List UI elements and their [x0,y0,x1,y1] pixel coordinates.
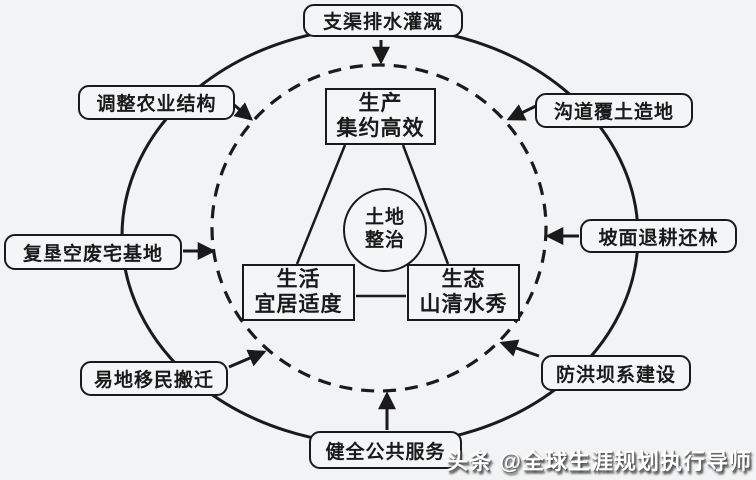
goal-production-line2: 集约高效 [336,116,425,140]
goal-living-line1: 生活 [276,267,321,291]
measure-adjust-agricultural-structure: 调整农业结构 [78,85,235,120]
measure-gully-soil-land-creation: 沟道覆土造地 [535,93,693,128]
center-circle-line2: 整治 [364,230,405,251]
arrow-bottom-left [228,349,267,369]
triangle-line-left [295,144,347,265]
measure-reclaim-vacant-homesteads: 复垦空废宅基地 [4,234,182,270]
goal-living-line2: 宜居适度 [254,292,343,316]
measure-flood-dam-system-construction: 防洪坝系建设 [541,355,691,391]
center-circle-line1: 土地 [364,207,405,229]
measure-canal-drainage-irrigation: 支渠排水灌溉 [303,4,463,37]
triangle-line-right [401,144,450,265]
measure-arrows [183,40,579,430]
measure-slope-farmland-to-forest: 坡面退耕还林 [580,219,737,253]
arrow-top-right [506,104,537,121]
measure-relocation-resettlement: 易地移民搬迁 [80,361,228,396]
goal-production-box: 生产 集约高效 [325,88,436,145]
watermark-text: 头条 @全球生涯规划执行导师 [446,449,752,474]
arrow-bottom-right [499,339,540,358]
goal-ecology-box: 生态 山清水秀 [407,264,520,321]
goal-production-line1: 生产 [358,91,403,115]
goal-living-box: 生活 宜居适度 [242,264,355,321]
goal-ecology-line2: 山清水秀 [419,292,508,316]
center-land-remediation-circle: 土地 整治 [343,188,427,272]
goal-ecology-line1: 生态 [441,267,486,291]
arrow-top-left [232,102,254,121]
measure-improve-public-services: 健全公共服务 [309,431,462,469]
triangle-connector [295,144,450,298]
